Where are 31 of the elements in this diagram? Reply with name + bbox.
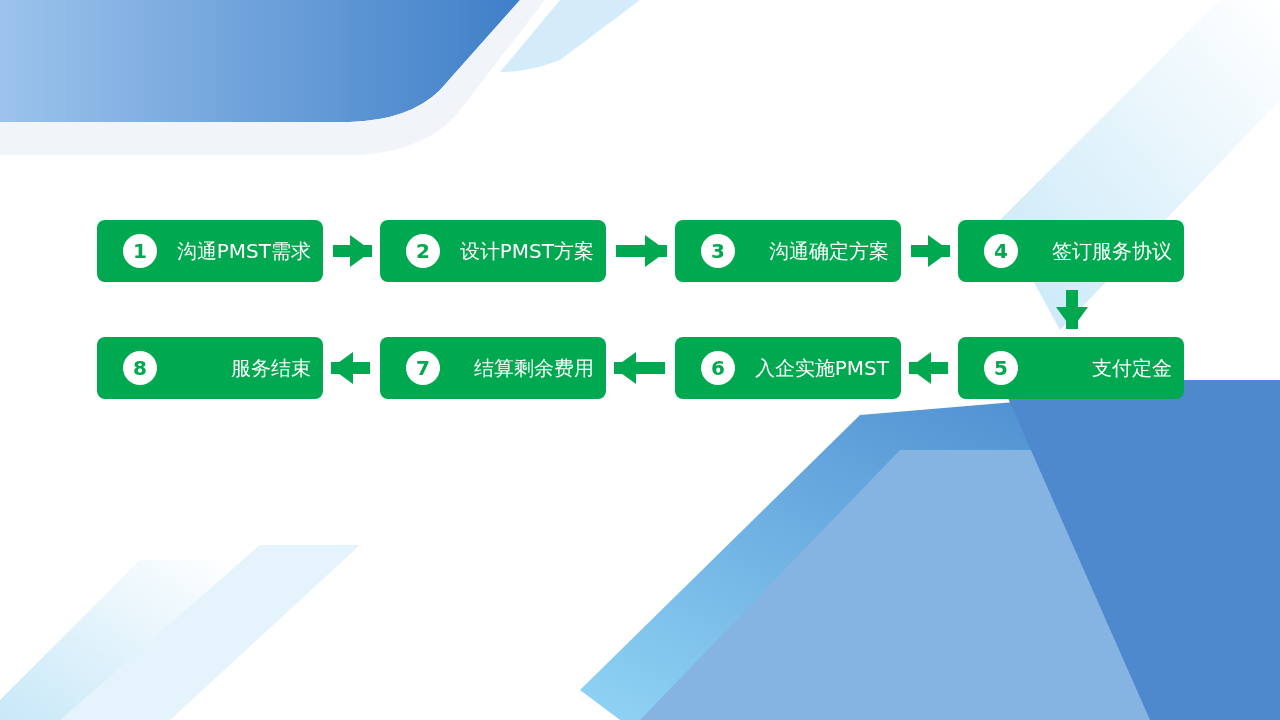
step-label: 签订服务协议 xyxy=(1052,237,1172,265)
arrow xyxy=(1056,290,1088,329)
process-box xyxy=(380,220,606,282)
process-box xyxy=(675,337,901,399)
process-box xyxy=(958,337,1184,399)
step-number: 1 xyxy=(123,234,157,268)
step-label: 入企实施PMST xyxy=(754,354,889,382)
process-box xyxy=(675,220,901,282)
arrow xyxy=(616,235,667,267)
step-number: 8 xyxy=(123,351,157,385)
arrow xyxy=(614,352,665,384)
step-label: 结算剩余费用 xyxy=(474,354,594,382)
step-label: 设计PMST方案 xyxy=(459,237,594,265)
step-number: 4 xyxy=(984,234,1018,268)
step-label: 沟通确定方案 xyxy=(769,237,889,265)
step-label: 沟通PMST需求 xyxy=(176,237,311,265)
step-number: 6 xyxy=(701,351,735,385)
arrow xyxy=(333,235,372,267)
step-number: 7 xyxy=(406,351,440,385)
arrow xyxy=(911,235,950,267)
arrow xyxy=(909,352,948,384)
step-label: 服务结束 xyxy=(231,354,311,382)
process-box xyxy=(380,337,606,399)
arrow xyxy=(331,352,370,384)
step-number: 2 xyxy=(406,234,440,268)
process-box xyxy=(97,220,323,282)
step-label: 支付定金 xyxy=(1092,354,1172,382)
process-box xyxy=(97,337,323,399)
process-box xyxy=(958,220,1184,282)
step-number: 3 xyxy=(701,234,735,268)
step-number: 5 xyxy=(984,351,1018,385)
